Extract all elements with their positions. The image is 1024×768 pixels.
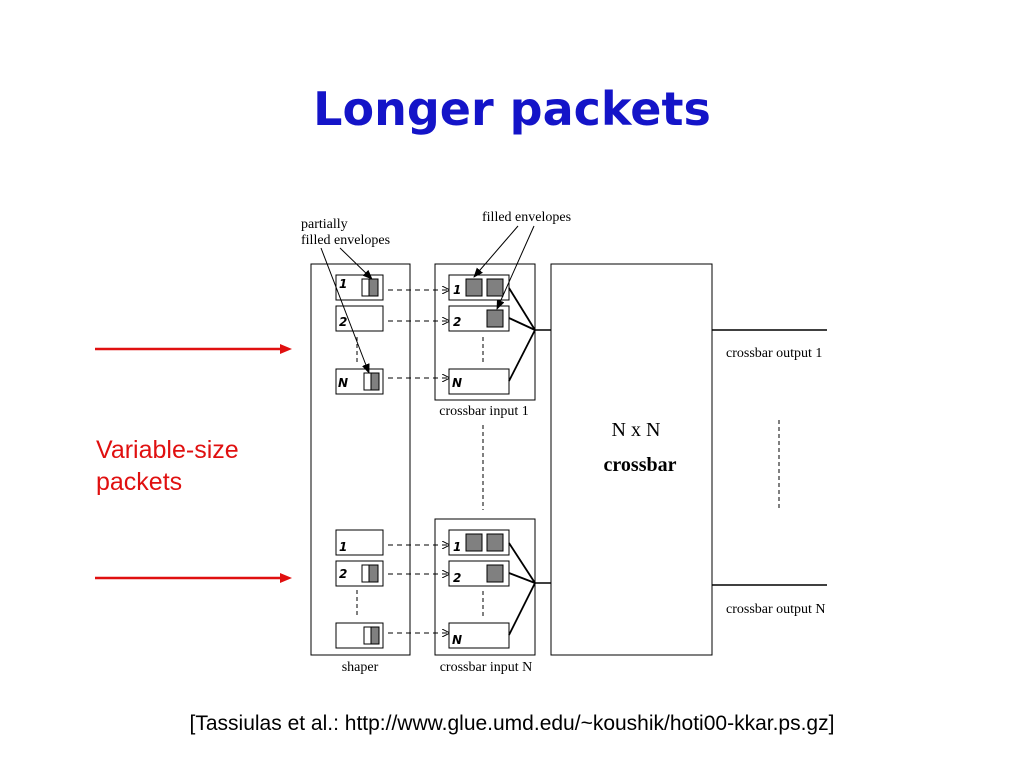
input-arrow-bottom — [95, 573, 292, 583]
slide-title: Longer packets — [313, 82, 711, 136]
shaper-q2-bottom: 2 — [339, 567, 347, 581]
citation: [Tassiulas et al.: http://www.glue.umd.e… — [189, 712, 835, 735]
crossbar-input-1-label: crossbar input 1 — [439, 404, 528, 419]
side-label-line-1: Variable-size — [96, 436, 239, 464]
shaper-label: shaper — [342, 660, 379, 675]
input1-qn: N — [452, 376, 462, 390]
partially-filled-label-2: filled envelopes — [301, 233, 390, 248]
side-label-line-2: packets — [96, 468, 183, 496]
crossbar-output-n-label: crossbar output N — [726, 602, 826, 617]
variable-size-packets-label: Variable-size packets — [96, 434, 239, 498]
shaper-queues-bottom — [335, 529, 384, 649]
inputn-q1: 1 — [453, 540, 461, 554]
partially-filled-label-1: partially — [301, 217, 348, 232]
crossbar-input-n-label: crossbar input N — [440, 660, 533, 675]
annotation-pointers — [320, 225, 535, 374]
crossbar-box — [550, 263, 713, 656]
transfer-arrows — [388, 290, 449, 633]
shaper-q2-top: 2 — [339, 315, 347, 329]
inputn-qn: N — [452, 633, 462, 647]
filled-envelopes-label: filled envelopes — [482, 210, 571, 225]
crossbar-input-n-box — [434, 518, 536, 656]
input-1-queues — [448, 274, 536, 395]
input1-q1: 1 — [453, 283, 461, 297]
crossbar-name-label: crossbar — [604, 454, 677, 476]
shaper-q1-top: 1 — [339, 277, 347, 291]
input-n-queues — [448, 529, 536, 649]
inputn-q2: 2 — [453, 571, 461, 585]
input1-q2: 2 — [453, 315, 461, 329]
input-arrow-top — [95, 344, 292, 354]
crossbar-size-label: N x N — [612, 419, 661, 441]
shaper-q1-bottom: 1 — [339, 540, 347, 554]
crossbar-output-1-label: crossbar output 1 — [726, 346, 822, 361]
shaper-qn-top: N — [338, 376, 348, 390]
shaper-box — [310, 263, 411, 656]
shaper-queues-top — [335, 274, 384, 395]
